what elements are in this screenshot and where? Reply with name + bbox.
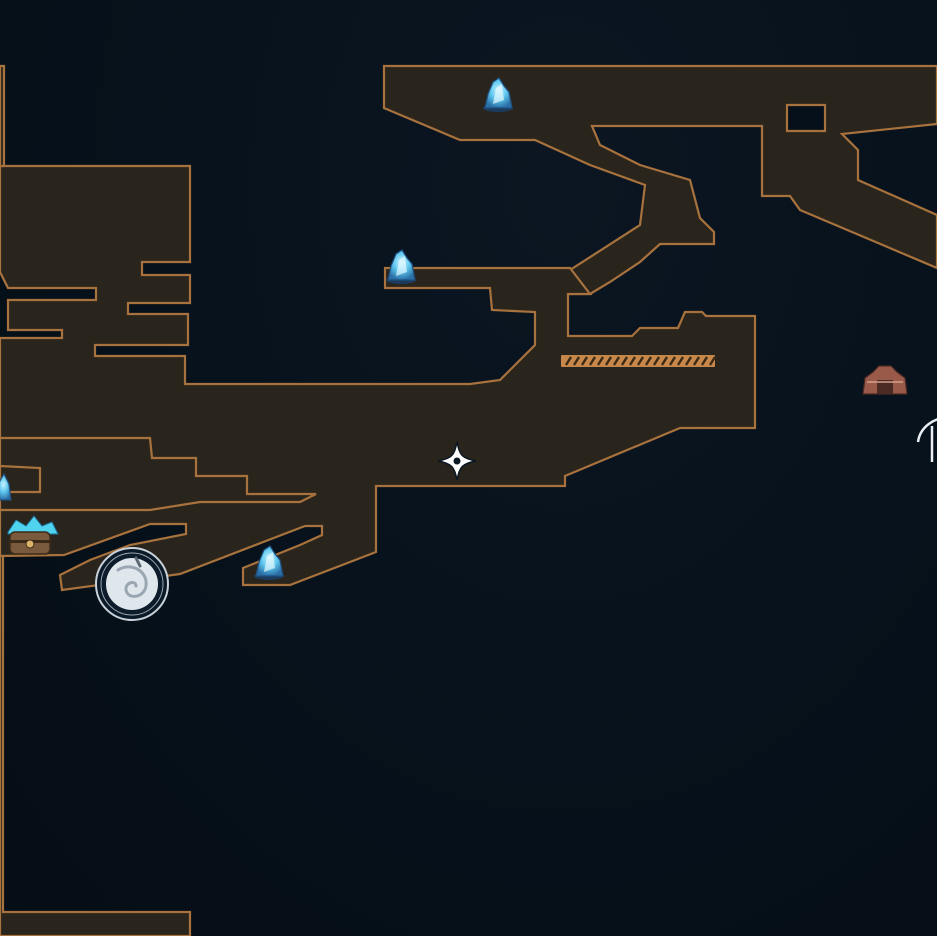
bridge-hatch-line xyxy=(596,356,605,366)
floor-region-upper-gallery xyxy=(382,64,937,296)
bridge-hatch-line xyxy=(708,356,717,366)
domain-entrance-icon xyxy=(862,365,908,395)
bridge-hatch-line xyxy=(628,356,637,366)
bridge-hatch-line xyxy=(564,356,573,366)
teleport-waypoint-marker[interactable] xyxy=(95,547,169,621)
bridge-hatch-line xyxy=(580,356,589,366)
bridge-hatch-line xyxy=(684,356,693,366)
cave-floor xyxy=(0,64,937,936)
bridge-hatch-line xyxy=(636,356,645,366)
swirl-waypoint-icon xyxy=(95,547,169,621)
crystal-ore-icon xyxy=(254,545,284,580)
bridge-hatched xyxy=(561,355,717,367)
bridge-hatch-line xyxy=(700,356,709,366)
bridge-hatch-line xyxy=(612,356,621,366)
four-point-star-icon xyxy=(437,441,477,481)
bridge-hatch-line xyxy=(588,356,597,366)
bridge-hatch-line xyxy=(604,356,613,366)
domain-entrance-marker[interactable] xyxy=(862,365,908,395)
crystal-ore-marker[interactable] xyxy=(0,472,12,501)
treasure-chest-marker[interactable] xyxy=(7,515,59,555)
crystal-ore-icon xyxy=(386,249,416,284)
quest-marker-partial[interactable] xyxy=(916,418,937,462)
crystal-ore-marker[interactable] xyxy=(386,249,416,284)
quest-arc-icon xyxy=(916,418,937,462)
bridge-hatch-line xyxy=(668,356,677,366)
bridge-hatch-line xyxy=(692,356,701,366)
crystal-ore-icon xyxy=(483,77,513,112)
crystal-ore-marker[interactable] xyxy=(483,77,513,112)
floor-region-left-block xyxy=(0,164,757,592)
bridge-hatch-line xyxy=(644,356,653,366)
bridge-hatch-line xyxy=(572,356,581,366)
bridge-hatch-line xyxy=(652,356,661,366)
crystal-ore-icon xyxy=(0,472,12,501)
crystal-ore-marker[interactable] xyxy=(254,545,284,580)
floor-region-left-corridor xyxy=(0,554,192,936)
chest-icon xyxy=(7,515,59,555)
bridge-hatch-line xyxy=(660,356,669,366)
floor-region-top-left-edge xyxy=(0,64,6,168)
player-cursor[interactable] xyxy=(437,441,477,481)
bridge-hatch-line xyxy=(620,356,629,366)
bridge-hatch-line xyxy=(676,356,685,366)
floor-room-small xyxy=(785,103,827,133)
